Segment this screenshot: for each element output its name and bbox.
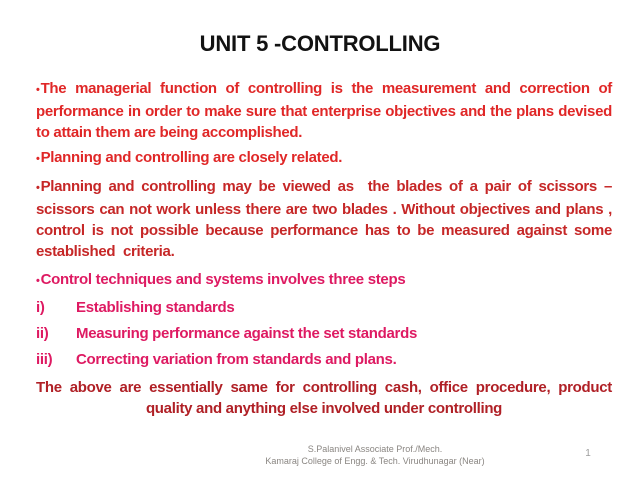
paragraph-text: Control techniques and systems involves … — [40, 271, 406, 288]
paragraph-text: Planning and controlling are closely rel… — [40, 149, 343, 166]
numbered-item-correcting-variation: iii) Correcting variation from standards… — [36, 349, 612, 370]
item-text: Measuring performance against the set st… — [76, 325, 418, 342]
item-marker: iii) — [36, 351, 53, 368]
item-marker: i) — [36, 299, 45, 316]
slide-title: UNIT 5 -CONTROLLING — [199, 31, 441, 56]
item-marker: ii) — [36, 325, 49, 342]
page-number: 1 — [585, 448, 591, 459]
bullet-icon: • — [36, 153, 40, 165]
bullet-icon: • — [36, 275, 40, 287]
item-text: Establishing standards — [76, 299, 235, 316]
bullet-paragraph-closely-related: •Planning and controlling are closely re… — [36, 147, 612, 170]
bullet-paragraph-managerial-function: •The managerial function of controlling … — [36, 78, 612, 143]
paragraph-text: The managerial function of controlling i… — [36, 80, 616, 141]
footer-line-author: S.Palanivel Associate Prof./Mech. — [307, 444, 443, 454]
bullet-icon: • — [36, 182, 40, 194]
slide-footer: S.Palanivel Associate Prof./Mech. Kamara… — [235, 443, 515, 467]
item-text: Correcting variation from standards and … — [76, 351, 397, 368]
footer-line-college: Kamaraj College of Engg. & Tech. Virudhu… — [265, 456, 485, 466]
paragraph-text: The above are essentially same for contr… — [36, 379, 616, 417]
paragraph-text: Planning and controlling may be viewed a… — [36, 178, 616, 260]
bullet-paragraph-control-techniques: •Control techniques and systems involves… — [36, 269, 612, 292]
slide-body: •The managerial function of controlling … — [36, 78, 612, 419]
numbered-item-establishing-standards: i) Establishing standards — [36, 297, 612, 318]
numbered-item-measuring-performance: ii) Measuring performance against the se… — [36, 323, 612, 344]
closing-paragraph: The above are essentially same for contr… — [36, 377, 612, 419]
bullet-icon: • — [36, 84, 40, 96]
bullet-paragraph-scissors-analogy: •Planning and controlling may be viewed … — [36, 176, 612, 262]
